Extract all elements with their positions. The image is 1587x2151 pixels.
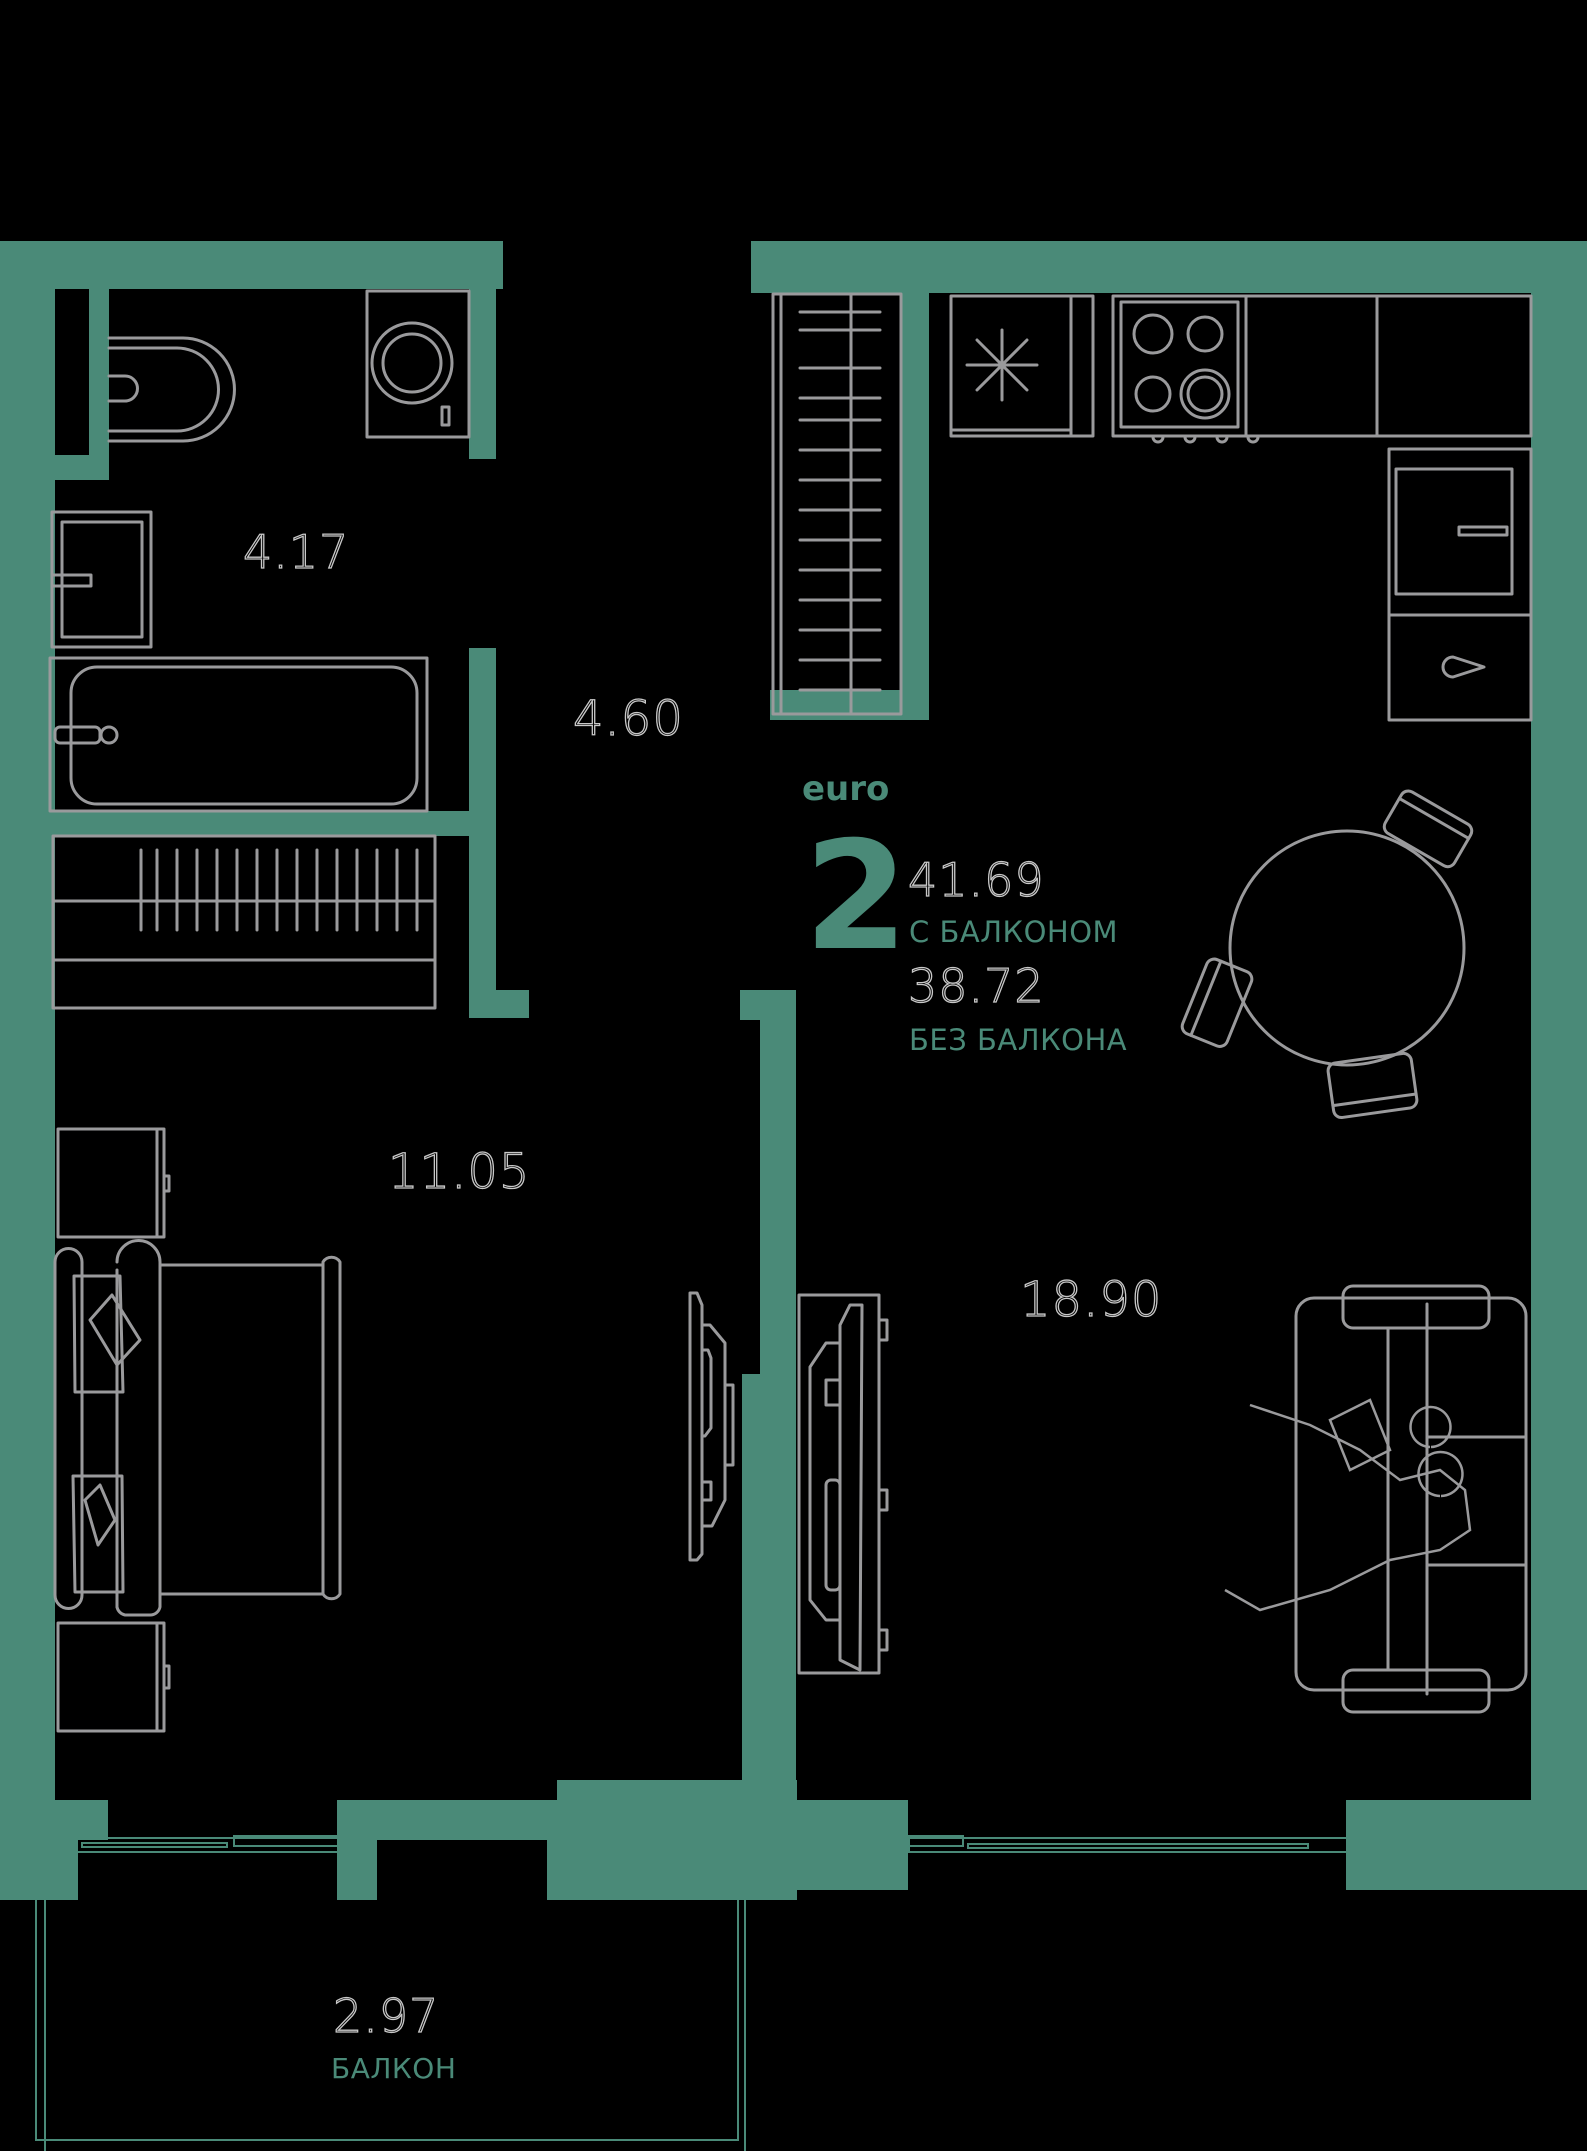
balcony-door-living [870,1835,1371,1853]
rooms-count: 2 [804,810,909,984]
living-area: 18.90 [1019,1272,1163,1328]
balcony-area: 2.97 [332,1989,440,2043]
apartment-type-label: euro [802,769,890,809]
bedroom-area: 11.05 [387,1144,531,1200]
stove-icon [1111,294,1260,444]
oven-icon [1387,447,1533,617]
sink-icon [50,510,153,649]
walls [0,241,1587,1900]
kitchen-counter [1244,294,1533,438]
bathroom-area: 4.17 [242,525,350,579]
tv-icon-bedroom [688,1291,735,1562]
nightstand-icon-bottom [56,1621,171,1733]
kitchen-sink-icon [1387,613,1533,722]
dining-table-icon [1180,789,1474,1120]
nightstand-icon-top [56,1127,171,1239]
sofa-icon [1224,1284,1528,1714]
toilet-icon [107,336,236,443]
with-balcony-caption: С БАЛКОНОМ [909,915,1119,949]
balcony-door-bedroom [72,1835,364,1853]
without-balcony-caption: БЕЗ БАЛКОНА [909,1023,1128,1057]
bed-icon [53,1239,342,1617]
total-area-with-balcony: 41.69 [907,853,1045,907]
towel-radiator-icon [51,834,437,1010]
fridge-icon [949,294,1095,438]
washing-machine-icon [365,289,471,439]
wardrobe-icon [771,292,903,716]
balcony-caption: БАЛКОН [331,2052,457,2085]
total-area-without-balcony: 38.72 [907,959,1045,1013]
hallway-area: 4.60 [572,691,684,747]
bathtub-icon [48,656,429,813]
balcony-outline [35,1890,746,2151]
tv-icon-living [797,1293,889,1675]
